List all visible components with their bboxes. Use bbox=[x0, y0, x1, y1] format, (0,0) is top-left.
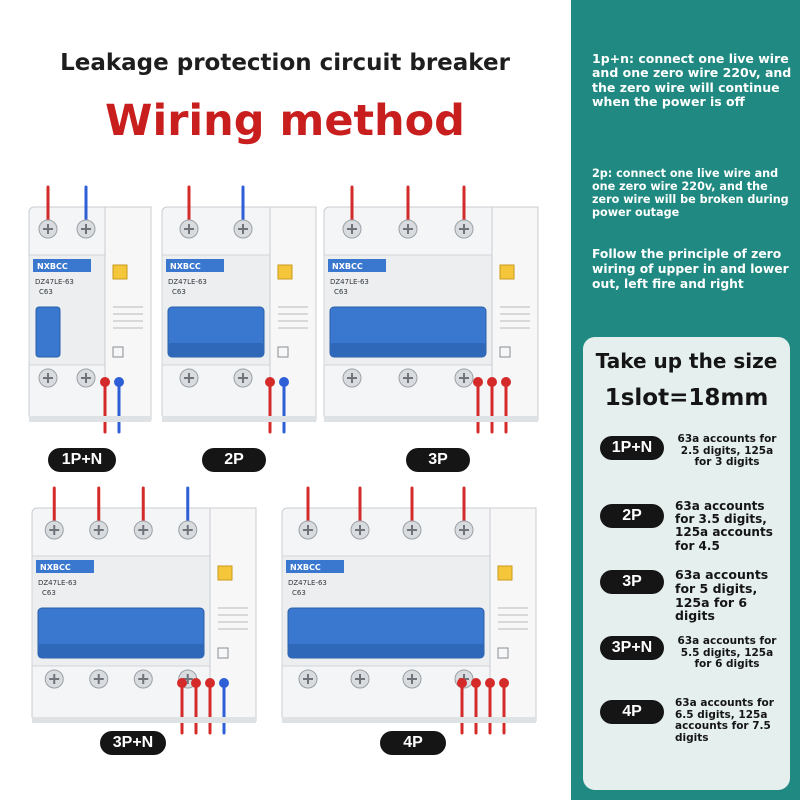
brand-plate bbox=[33, 259, 91, 272]
slot-width: 1slot=18mm bbox=[604, 385, 769, 411]
rating: C63 bbox=[172, 288, 186, 296]
wire-end bbox=[473, 377, 483, 387]
breaker-label-3p-n: 3P+N bbox=[100, 731, 166, 755]
status-window bbox=[499, 346, 511, 358]
breaker-label-4p: 4P bbox=[380, 731, 446, 755]
wire-end bbox=[485, 678, 495, 688]
breaker-label-1p-n: 1P+N bbox=[48, 448, 116, 472]
size-text: 63a accounts for 3.5 digits, 125a accoun… bbox=[675, 499, 773, 553]
din-clip bbox=[282, 717, 536, 723]
size-rows: 1P+N 63a accounts for 2.5 digits, 125a f… bbox=[583, 0, 790, 800]
size-label: 3P+N bbox=[600, 636, 664, 660]
status-window bbox=[277, 346, 289, 358]
test-button bbox=[277, 264, 293, 280]
status-window bbox=[217, 647, 229, 659]
switch-handle bbox=[35, 306, 61, 358]
brand-name: NXBCC bbox=[332, 262, 363, 271]
wire-end bbox=[499, 678, 509, 688]
brand-plate bbox=[166, 259, 224, 272]
size-label: 1P+N bbox=[600, 436, 664, 460]
wire-end bbox=[191, 678, 201, 688]
din-clip bbox=[32, 717, 256, 723]
size-text: 63a accounts for 2.5 digits, 125a for 3 … bbox=[677, 433, 777, 469]
rating: C63 bbox=[39, 288, 53, 296]
brand-name: NXBCC bbox=[40, 563, 71, 572]
test-button bbox=[497, 565, 513, 581]
size-text: 63a accounts for 5 digits, 125a for 6 di… bbox=[675, 567, 769, 624]
model-name: DZ47LE-63 bbox=[38, 579, 77, 587]
size-label: 3P bbox=[600, 570, 664, 594]
wire-end bbox=[177, 678, 187, 688]
brand-name: NXBCC bbox=[170, 262, 201, 271]
din-clip bbox=[29, 416, 151, 422]
handle-bar bbox=[38, 644, 204, 658]
wire-end bbox=[205, 678, 215, 688]
wire-end bbox=[219, 678, 229, 688]
handle-bar bbox=[168, 343, 264, 357]
size-label: 4P bbox=[600, 700, 664, 724]
wire-end bbox=[457, 678, 467, 688]
wire-end bbox=[114, 377, 124, 387]
wire-end bbox=[487, 377, 497, 387]
note-1p-n: 1p+n: connect one live wire and one zero… bbox=[592, 51, 792, 110]
size-text: 63a accounts for 6.5 digits, 125a accoun… bbox=[675, 697, 774, 744]
wire-end bbox=[501, 377, 511, 387]
model-name: DZ47LE-63 bbox=[288, 579, 327, 587]
brand-plate bbox=[286, 560, 344, 573]
model-name: DZ47LE-63 bbox=[330, 278, 369, 286]
test-button bbox=[112, 264, 128, 280]
model-name: DZ47LE-63 bbox=[168, 278, 207, 286]
size-text: 63a accounts for 5.5 digits, 125a for 6 … bbox=[677, 635, 777, 671]
size-title: Take up the size bbox=[595, 349, 778, 373]
brand-name: NXBCC bbox=[290, 563, 321, 572]
rating: C63 bbox=[334, 288, 348, 296]
note-2p: 2p: connect one live wire and one zero w… bbox=[592, 167, 789, 219]
note-wiring-principle: Follow the principle of zero wiring of u… bbox=[592, 247, 789, 291]
din-clip bbox=[324, 416, 538, 422]
test-button bbox=[217, 565, 233, 581]
handle-bar bbox=[330, 343, 486, 357]
page-subtitle: Leakage protection circuit breaker bbox=[60, 50, 510, 76]
wire-end bbox=[279, 377, 289, 387]
model-name: DZ47LE-63 bbox=[35, 278, 74, 286]
size-label: 2P bbox=[600, 504, 664, 528]
page-title: Wiring method bbox=[105, 96, 465, 146]
wire-end bbox=[265, 377, 275, 387]
status-window bbox=[112, 346, 124, 358]
din-clip bbox=[162, 416, 316, 422]
handle-bar bbox=[288, 644, 484, 658]
brand-plate bbox=[328, 259, 386, 272]
wire-end bbox=[471, 678, 481, 688]
test-button bbox=[499, 264, 515, 280]
rating: C63 bbox=[42, 589, 56, 597]
breaker-label-3p: 3P bbox=[406, 448, 470, 472]
brand-plate bbox=[36, 560, 94, 573]
breaker-label-2p: 2P bbox=[202, 448, 266, 472]
wire-end bbox=[100, 377, 110, 387]
rating: C63 bbox=[292, 589, 306, 597]
status-window bbox=[497, 647, 509, 659]
brand-name: NXBCC bbox=[37, 262, 68, 271]
